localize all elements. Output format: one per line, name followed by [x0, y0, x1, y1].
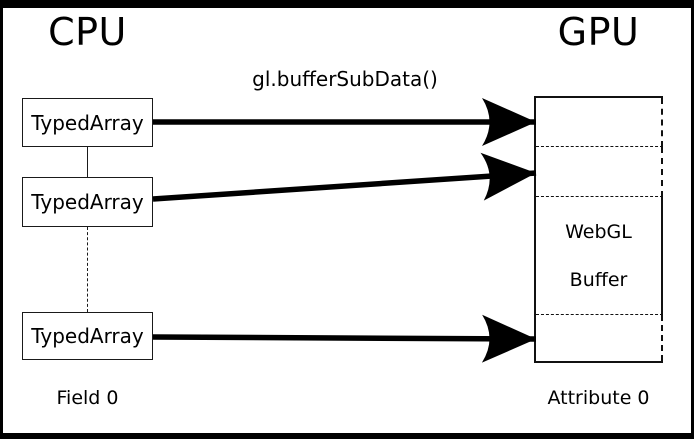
gpu-title: GPU	[557, 10, 640, 54]
buffer-slot-3	[536, 315, 663, 361]
field-caption: Field 0	[56, 387, 119, 409]
typed-array-box-2: TypedArray	[22, 177, 153, 227]
typed-array-label-2: TypedArray	[31, 190, 144, 214]
cpu-title: CPU	[48, 10, 127, 54]
buffer-subdata-label: gl.bufferSubData()	[252, 67, 438, 91]
webgl-buffer-box: WebGL Buffer	[534, 96, 663, 363]
solid-connector-line	[87, 147, 88, 177]
buffer-slot-2	[536, 147, 663, 197]
typed-array-box-1: TypedArray	[22, 98, 153, 147]
typed-array-box-3: TypedArray	[22, 312, 153, 360]
buffer-slot-1	[536, 98, 663, 147]
buffer-label-line2: Buffer	[569, 268, 628, 291]
buffer-body: WebGL Buffer	[536, 197, 663, 315]
buffer-label-line1: WebGL	[565, 220, 632, 243]
arrow-3	[152, 314, 537, 363]
attribute-caption: Attribute 0	[547, 387, 650, 409]
typed-array-label-3: TypedArray	[31, 324, 144, 348]
arrow-2	[152, 152, 537, 202]
typed-array-label-1: TypedArray	[31, 110, 144, 135]
dashed-connector-line	[87, 227, 88, 312]
